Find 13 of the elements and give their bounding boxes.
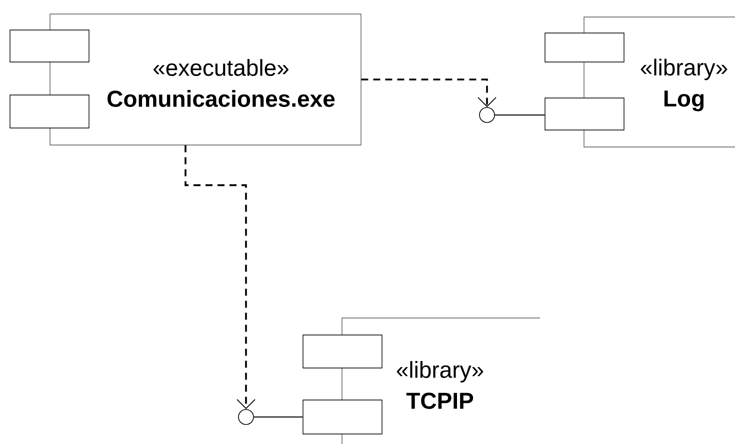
node-label: «library» bbox=[640, 58, 728, 80]
node-label: Log bbox=[664, 90, 704, 112]
interface-circle bbox=[479, 107, 495, 123]
connector-line bbox=[253, 416, 304, 418]
component-box: «library» Log bbox=[544, 16, 735, 148]
component-box: «library» TCPIP bbox=[302, 318, 540, 444]
dependency-arrow bbox=[361, 78, 496, 108]
dependency-arrow bbox=[184, 145, 256, 410]
node-label: «library» bbox=[396, 361, 484, 382]
component-box: «executable» Comunicaciones.exe bbox=[10, 14, 362, 146]
node-label: TCPIP bbox=[406, 392, 474, 409]
connector-line bbox=[494, 114, 546, 116]
interface-circle bbox=[238, 409, 254, 425]
